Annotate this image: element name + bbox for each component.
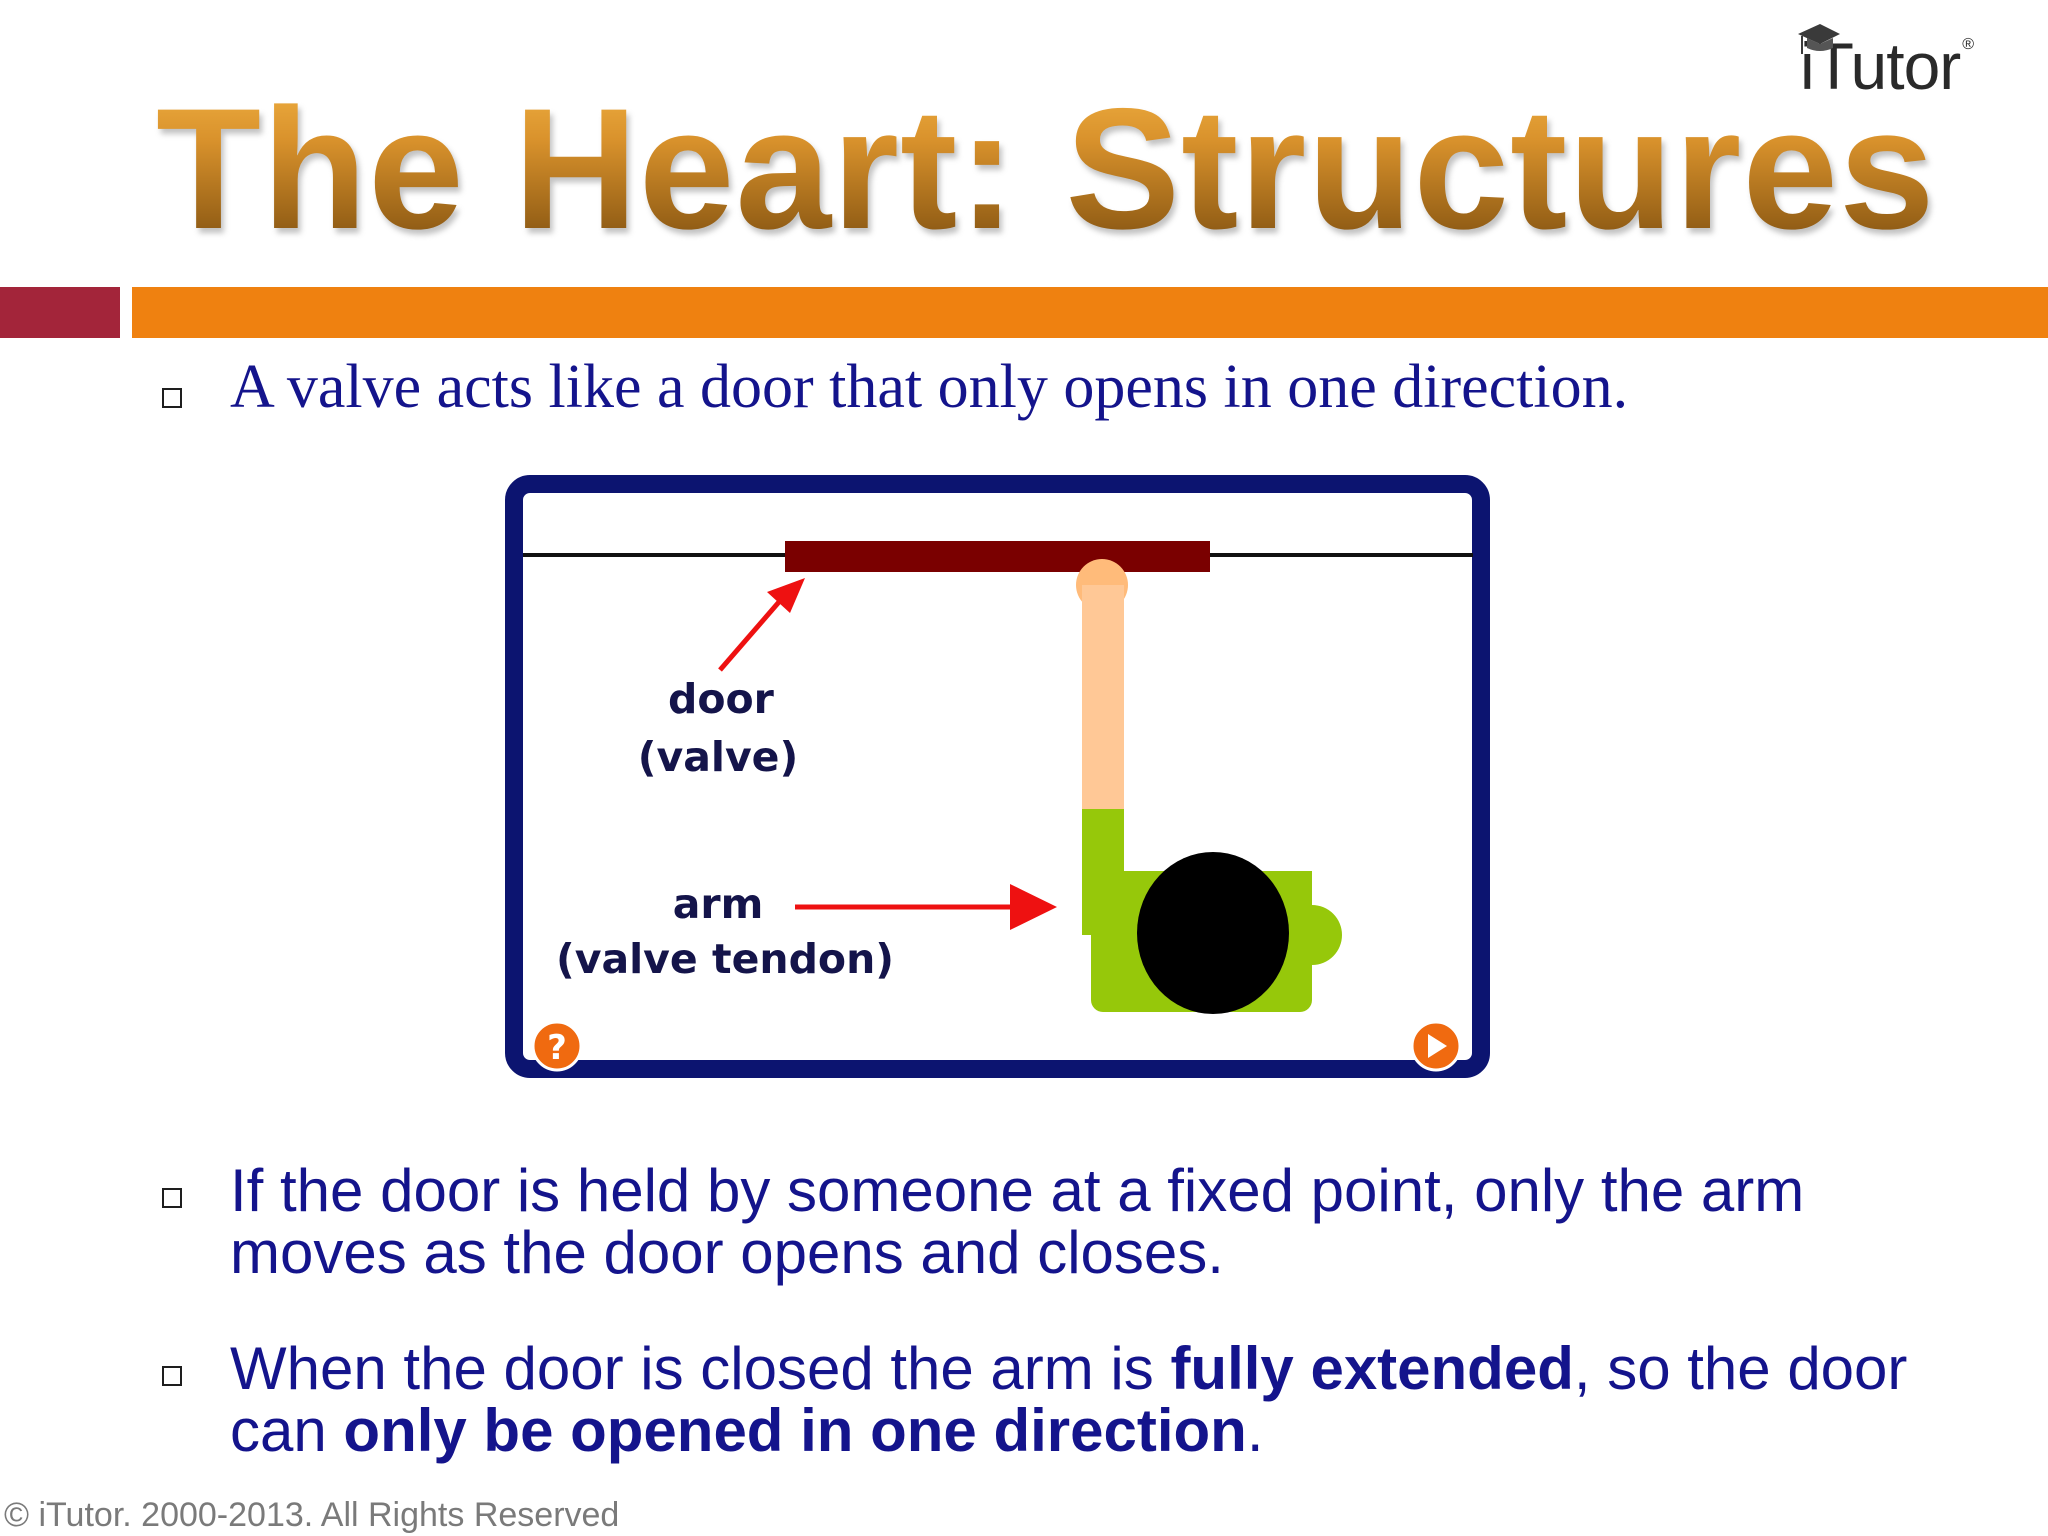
page-title: The Heart: Structures xyxy=(156,70,1936,268)
help-button-label: ? xyxy=(547,1028,567,1068)
bullet-marker xyxy=(162,1366,182,1386)
registered-mark: ® xyxy=(1962,36,1974,53)
motor-wheel xyxy=(1137,852,1289,1014)
arm-label: arm xyxy=(672,880,764,928)
valve-tendon-label: (valve tendon) xyxy=(555,935,895,983)
arm-arrow-head xyxy=(1010,884,1057,930)
emphasis-fully-extended: fully extended xyxy=(1170,1335,1574,1402)
door-arrow-shaft xyxy=(718,593,787,672)
text-run: , so the door can xyxy=(230,1335,1908,1464)
play-icon xyxy=(1428,1034,1447,1058)
bullet-text-valve: A valve acts like a door that only opens… xyxy=(230,353,1629,421)
text-run: When the door is closed the arm is xyxy=(230,1335,1171,1402)
door-label: door xyxy=(668,675,774,723)
bullet-text-closed-door: When the door is closed the arm is fully… xyxy=(230,1338,1990,1462)
bullet-marker xyxy=(162,388,182,408)
valve-label: (valve) xyxy=(637,733,799,781)
copyright-footer: © iTutor. 2000-2013. All Rights Reserved xyxy=(4,1496,620,1534)
bullet-marker xyxy=(162,1188,182,1208)
bullet-text-fixed-point: If the door is held by someone at a fixe… xyxy=(230,1160,1990,1284)
arm xyxy=(1082,585,1124,815)
header-band-orange xyxy=(132,287,2048,338)
valve-diagram: ? door (valve) arm (valve tendon) xyxy=(505,475,1490,1080)
door-bar xyxy=(785,541,1210,572)
itutor-logo: iTutor® xyxy=(1798,24,1974,104)
door-arrow-head xyxy=(767,578,805,613)
text-run: If the door is held by someone at a fixe… xyxy=(230,1157,1805,1286)
valve-diagram-svg: ? xyxy=(505,475,1490,1078)
graduation-cap-icon xyxy=(1798,24,1840,54)
emphasis-one-direction: only be opened in one direction xyxy=(343,1397,1247,1464)
text-run: . xyxy=(1246,1397,1264,1464)
header-band-red xyxy=(0,287,120,338)
help-button[interactable] xyxy=(531,1020,583,1072)
